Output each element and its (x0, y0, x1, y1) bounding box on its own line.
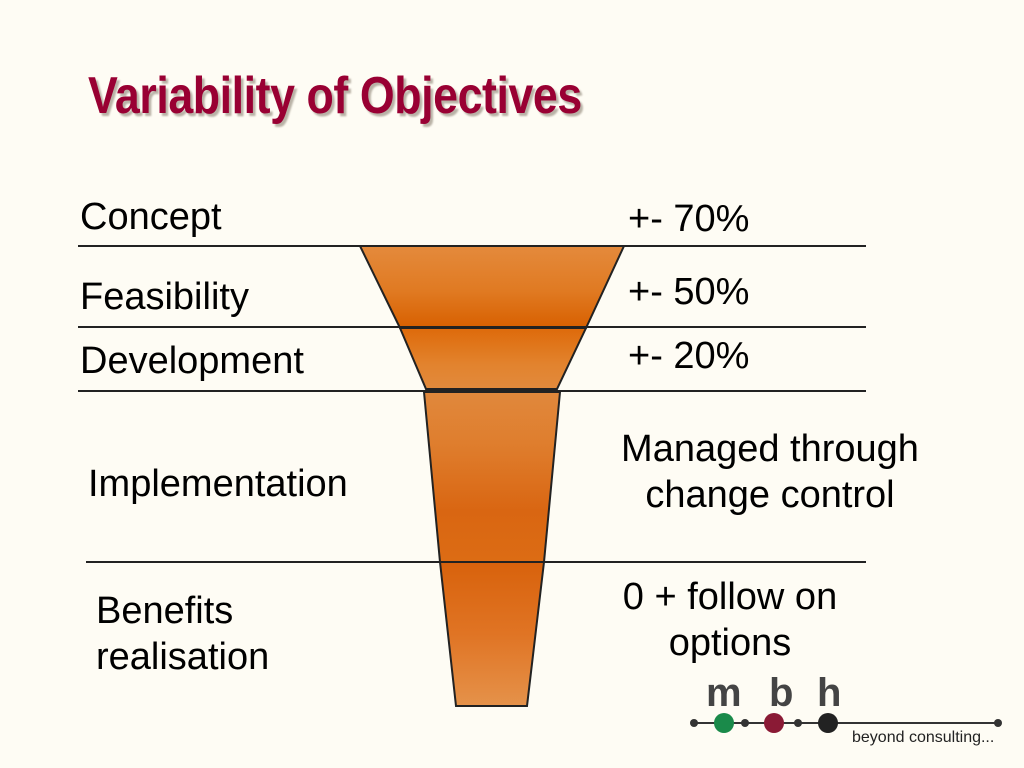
logo-dot-black (818, 713, 838, 733)
logo-letter-h: h (817, 671, 841, 715)
funnel-segment-development (398, 327, 588, 390)
variability-concept: +- 70% (628, 198, 750, 240)
logo-letter-m: m (706, 671, 742, 715)
logo-letter-b: b (769, 671, 793, 715)
funnel-segment-implementation (422, 391, 562, 563)
variability-feasibility: +- 50% (628, 271, 750, 313)
variability-benefits-line1: 0 + follow on (622, 576, 838, 618)
stage-label-implementation: Implementation (88, 463, 348, 505)
stage-label-feasibility: Feasibility (80, 276, 249, 318)
variability-implementation-line2: change control (645, 473, 895, 516)
variability-development: +- 20% (628, 335, 750, 377)
page-title: Variability of Objectives (88, 67, 582, 125)
variability-benefits: 0 + follow on options (560, 575, 900, 666)
logo-dot-green (714, 713, 734, 733)
funnel-segment-benefits (438, 561, 546, 707)
variability-implementation: Managed through change control (580, 427, 960, 518)
stage-label-benefits-line2: realisation (96, 635, 270, 678)
logo-dot-red (764, 713, 784, 733)
variability-benefits-line2: options (668, 621, 792, 664)
variability-implementation-line1: Managed through (621, 428, 919, 470)
stage-label-concept: Concept (80, 196, 222, 238)
logo-tagline: beyond consulting... (852, 729, 994, 746)
mbh-logo: m b h beyond consulting... (690, 671, 1002, 747)
stage-label-benefits: Benefits realisation (96, 589, 269, 680)
funnel-segment-feasibility (358, 245, 626, 329)
stage-label-development: Development (80, 340, 304, 382)
stage-label-benefits-line1: Benefits (96, 590, 234, 632)
